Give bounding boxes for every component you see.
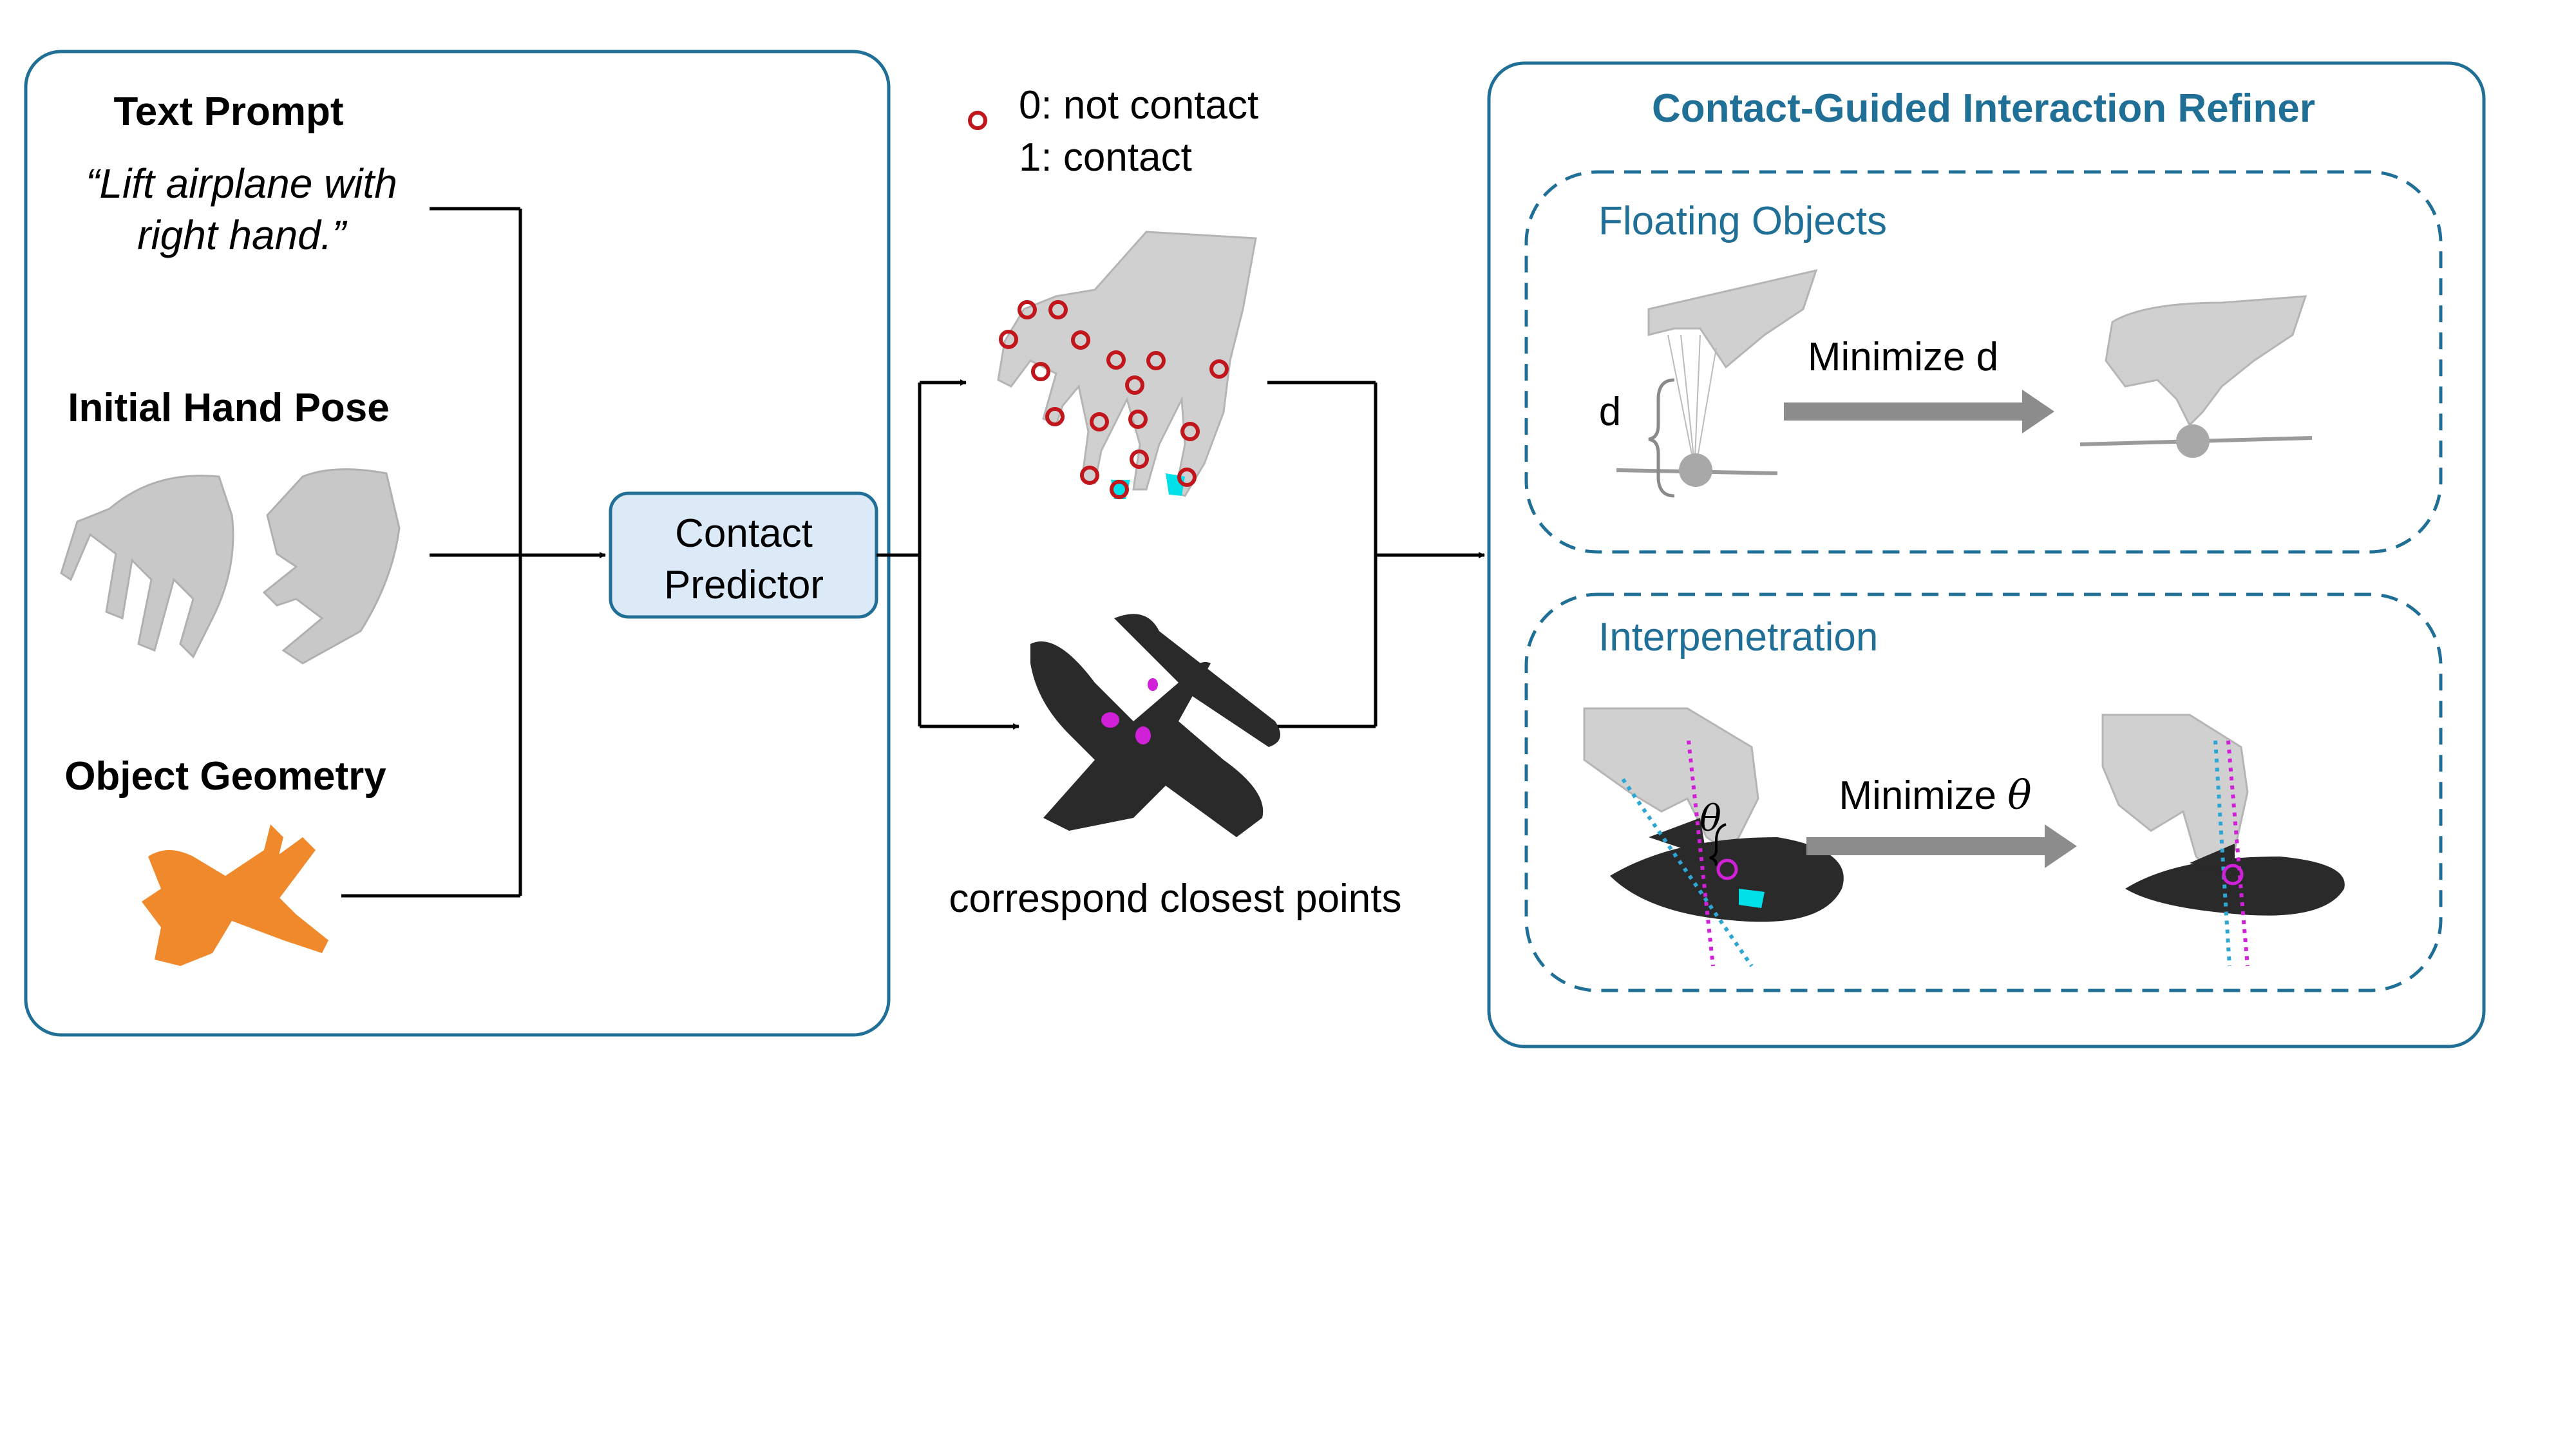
minimize-d-label: Minimize d [1808,335,1998,379]
hand-pose-left [60,475,234,659]
theta-label: θ [1700,798,1721,840]
minimize-d-arrow [1784,390,2054,433]
hand-pose-right [262,468,401,665]
floating-objects-title: Floating Objects [1598,199,1887,243]
theta-brace [1709,823,1727,866]
minimize-theta-symbol: θ [2007,772,2031,819]
interpenetration-box [1524,592,2443,992]
contact-predictor-label-1: Contact [675,511,813,556]
contact-predictor-label-2: Predictor [664,563,824,607]
predictor-output-connectors [876,379,1019,730]
refiner-title: Contact-Guided Interaction Refiner [1652,86,2315,131]
minimize-theta-arrow [1806,824,2077,868]
merge-connectors [1267,381,1485,728]
distance-brace [1648,378,1675,498]
airplane-contact-region-2 [1135,726,1151,744]
airplane-contact-region-3 [1148,678,1158,691]
hand-pose-title: Initial Hand Pose [68,386,390,430]
text-prompt-line-2: right hand.” [137,212,347,258]
floating-objects-box [1524,170,2443,554]
airplane-contact-region-1 [1101,712,1119,728]
minimize-theta-label: Minimize θ [1839,772,2031,819]
legend-contact-marker [968,111,987,130]
legend-not-contact: 0: not contact [1019,83,1258,128]
floating-before-image [1616,269,1818,498]
object-point-cloud-image [142,824,328,966]
input-panel [24,50,891,1037]
legend-contact: 1: contact [1019,135,1192,180]
distance-label: d [1599,390,1621,434]
initial-hand-pose-image [60,468,401,665]
text-prompt-title: Text Prompt [113,90,343,134]
text-prompt-line-1: “Lift airplane with [86,160,397,207]
contact-hand-image [997,231,1257,499]
closest-points-caption: correspond closest points [949,876,1401,921]
contact-airplane-image [1030,614,1280,837]
floating-after-image [2079,295,2313,458]
object-geometry-title: Object Geometry [64,754,386,799]
input-connectors [341,207,606,898]
minimize-theta-text: Minimize [1839,773,2007,818]
interpenetration-before-image [1583,707,1844,967]
interpenetration-title: Interpenetration [1598,615,1878,659]
contact-markers [999,300,1229,499]
interpenetration-after-image [2101,714,2345,967]
refiner-panel [1487,61,2486,1048]
